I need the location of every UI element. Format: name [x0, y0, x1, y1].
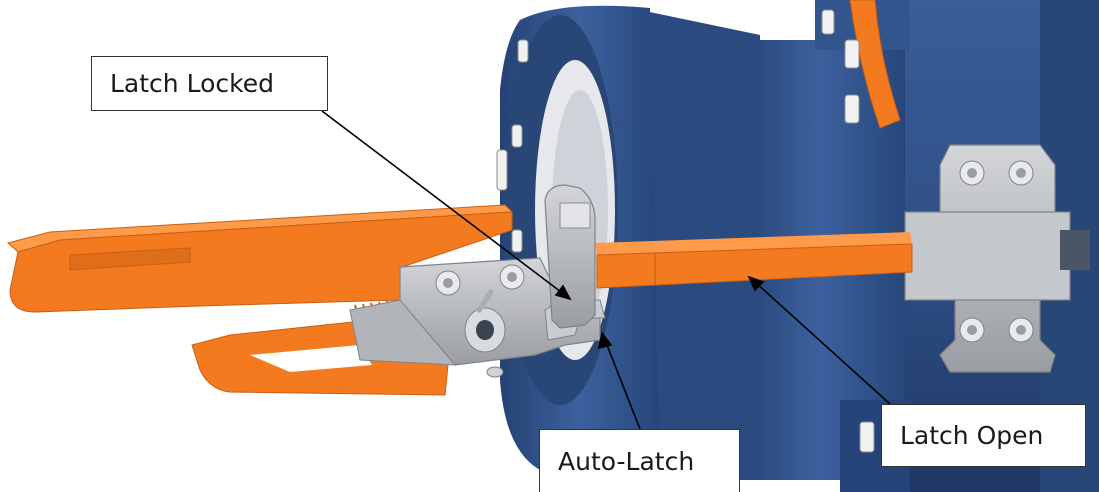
arrowhead-latch-locked [554, 284, 572, 301]
callout-latch-locked: Latch Locked [91, 56, 328, 111]
callout-latch-open: Latch Open [881, 404, 1086, 467]
arrowhead-auto-latch [597, 331, 613, 350]
leader-auto-latch [604, 339, 641, 430]
bolt-icon [1008, 317, 1034, 343]
clamp-bar [904, 211, 1071, 301]
bolt-icon [959, 160, 985, 186]
lower-handle-cutout [250, 345, 372, 372]
clamp-bar-slot [1060, 230, 1090, 270]
bolt-icon [511, 124, 523, 148]
housing-studs [496, 9, 875, 453]
latch-mechanism [349, 184, 606, 378]
bolt-icon [496, 149, 508, 191]
callout-auto-latch: Auto-Latch [539, 429, 740, 492]
leader-lines [321, 110, 891, 430]
upper-handle-slot [69, 247, 191, 271]
latch-bar-top [595, 232, 912, 255]
leader-latch-open [754, 281, 891, 405]
bolt-icon [517, 39, 529, 63]
bolt-icon [435, 270, 461, 296]
latch-bar-body [596, 243, 913, 289]
bolt-icon [499, 264, 525, 290]
bolt-icon [844, 94, 860, 124]
clamp-plate [904, 144, 1090, 373]
upper-handle-body [9, 211, 513, 313]
mechanism-arm [349, 299, 457, 366]
pin-icon [464, 288, 506, 378]
bolt-icon [959, 317, 985, 343]
bolt-icon [511, 229, 523, 253]
latch-block-face [559, 202, 591, 229]
upper-handle [6, 204, 514, 313]
arrowhead-latch-open [747, 275, 765, 292]
leader-latch-locked [321, 110, 566, 296]
bolt-icon [844, 39, 860, 69]
bolt-icon [1008, 160, 1034, 186]
latch-bar [595, 232, 913, 289]
bolt-icon [859, 421, 875, 453]
bolt-icon [821, 9, 835, 35]
